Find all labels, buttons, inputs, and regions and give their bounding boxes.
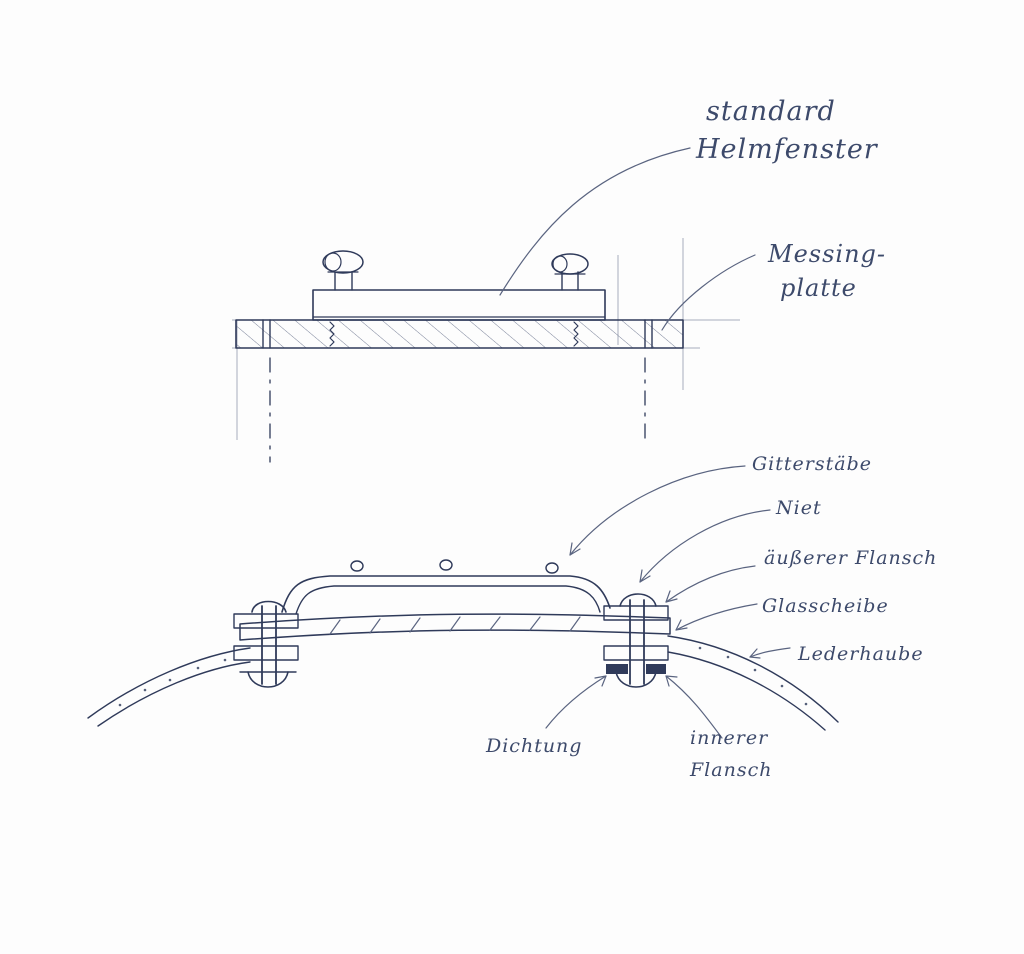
standard-window xyxy=(312,250,606,321)
label-seal: Dichtung xyxy=(485,735,582,757)
arrow-bars xyxy=(569,465,746,556)
outer-flange-and-bars xyxy=(281,559,611,615)
label-glass: Glasscheibe xyxy=(762,595,889,617)
glass-hatch xyxy=(329,616,581,635)
label-inner-flange-line1: innerer xyxy=(690,727,769,749)
arrow-outer-flange xyxy=(665,565,756,603)
label-standard-line1: standard xyxy=(706,96,836,127)
label-inner-flange-line2: Flansch xyxy=(689,759,772,781)
label-plate-line1: Messing- xyxy=(767,240,886,268)
label-leather: Lederhaube xyxy=(797,643,924,665)
rivet-assembly-right xyxy=(603,593,669,688)
label-bars: Gitterstäbe xyxy=(752,453,872,475)
wing-nut-left xyxy=(322,250,364,291)
arrow-rivet xyxy=(639,509,771,583)
arrow-leather xyxy=(749,647,791,658)
leader-plate xyxy=(661,254,756,331)
brass-plate xyxy=(235,319,684,349)
label-outer-flange: äußerer Flansch xyxy=(764,547,937,569)
bottom-view-section: Gitterstäbe Niet äußerer Flansch Glassch… xyxy=(87,453,937,781)
leather-stipple xyxy=(118,646,808,707)
rivet-assembly-left xyxy=(233,600,299,688)
top-view-section: standard Helmfenster Messing- platte xyxy=(232,96,886,463)
arrow-seal xyxy=(545,675,607,729)
glass-pane xyxy=(239,613,671,641)
label-standard-line2: Helmfenster xyxy=(695,134,879,165)
label-rivet: Niet xyxy=(775,497,822,519)
label-plate-line2: platte xyxy=(780,274,857,302)
leather-hood xyxy=(87,635,839,731)
leader-arrows xyxy=(545,465,791,739)
arrow-inner-flange xyxy=(665,675,723,739)
center-lines xyxy=(269,357,646,463)
leader-standard xyxy=(499,147,691,296)
wing-nut-right xyxy=(551,253,589,291)
arrow-glass xyxy=(675,603,758,631)
